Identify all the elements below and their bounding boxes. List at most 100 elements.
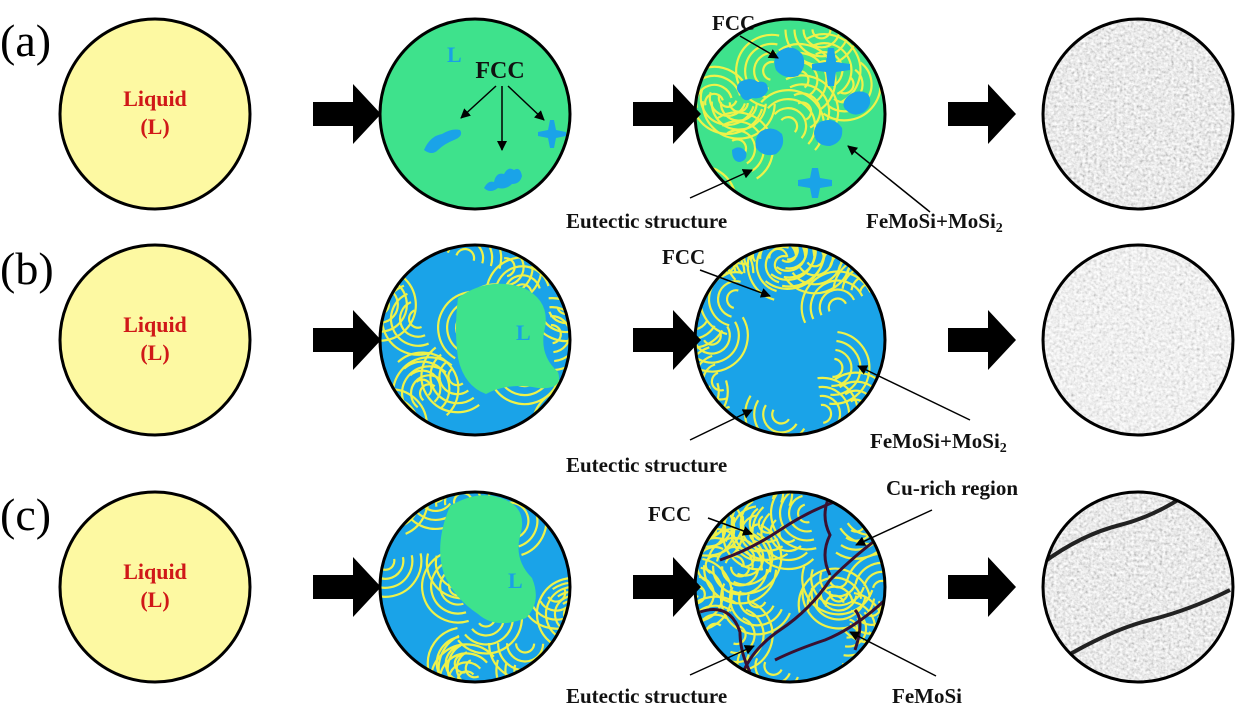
eutectic-lamella: [420, 346, 480, 414]
svg-text:Liquid: Liquid: [123, 312, 187, 337]
eutectic-lamella: [703, 330, 722, 346]
eutectic-lamella: [810, 587, 867, 621]
process-arrow-icon: [313, 310, 381, 370]
eutectic-lamella: [695, 316, 749, 373]
cu-rich-label: Cu-rich region: [886, 476, 1018, 500]
eutectic-lamella: [735, 33, 780, 108]
eutectic-lamella: [733, 245, 783, 275]
eutectic-lamella: [770, 492, 817, 551]
eutectic-lamella: [721, 566, 760, 587]
eutectic-lamella: [435, 635, 469, 682]
process-arrow-icon: [633, 84, 701, 144]
eutectic-lamella: [760, 512, 808, 562]
eutectic-lamella: [818, 288, 856, 316]
svg-text:Liquid: Liquid: [123, 559, 187, 584]
eutectic-lamella: [504, 501, 530, 539]
eutectic-lamella: [447, 368, 464, 387]
eutectic-lamella: [724, 554, 745, 568]
eutectic-lamella: [773, 254, 787, 275]
process-arrow-icon: [633, 310, 701, 370]
eutectic-lamella: [695, 302, 708, 332]
liquid-circle-a: Liquid (L): [58, 17, 252, 211]
eutectic-lamella: [797, 101, 813, 121]
eutectic-lamella: [720, 583, 791, 636]
eutectic-lamella: [717, 94, 738, 108]
eutectic-lamella: [552, 581, 570, 650]
eutectic-lamella: [380, 555, 414, 589]
eutectic-lamella: [535, 576, 570, 647]
eutectic-lamella: [754, 657, 791, 682]
eutectic-lamella: [820, 403, 833, 424]
eutectic-circle-a: FCC: [689, 11, 931, 213]
eutectic-lamella: [819, 589, 858, 612]
eutectic-lamella: [845, 552, 885, 599]
eutectic-lamella: [839, 492, 885, 546]
fcc-nucleation-circle: L FCC: [378, 17, 572, 211]
eutectic-lamella: [740, 548, 756, 568]
eutectic-lamella: [838, 76, 855, 95]
eutectic-lamella: [695, 297, 716, 340]
eutectic-lamella: [415, 378, 433, 397]
eutectic-lamella: [818, 385, 851, 435]
panel-label-b: (b): [0, 243, 54, 294]
svg-text:(L): (L): [140, 587, 169, 612]
fcc-label: FCC: [712, 11, 755, 35]
eutectic-lamella: [531, 388, 570, 435]
micrograph-a: [1041, 17, 1235, 211]
eutectic-lamella: [503, 257, 516, 278]
eutectic-lamella: [695, 74, 742, 111]
eutectic-lamella: [540, 294, 570, 334]
eutectic-lamella: [453, 653, 466, 674]
eutectic-lamella: [806, 576, 863, 611]
eutectic-lamella: [421, 551, 469, 624]
liquid-mark: L: [447, 42, 462, 67]
eutectic-lamella: [389, 292, 430, 347]
eutectic-lamella: [738, 590, 775, 618]
liquid-mark: L: [508, 568, 523, 593]
eutectic-lamella: [695, 325, 731, 355]
phase-label-a: FeMoSi+MoSi2: [866, 209, 1003, 236]
eutectic-lamella: [523, 575, 570, 630]
process-arrow-icon: [948, 84, 1016, 144]
eutectic-lamella: [708, 271, 744, 327]
panel-label-a: (a): [0, 15, 51, 66]
eutectic-lamella: [815, 585, 854, 609]
liquid-circle-c: Liquid (L): [58, 490, 252, 684]
phase-label-c: FeMoSi: [892, 684, 962, 708]
eutectic-lamella: [811, 29, 832, 40]
eutectic-lamella: [398, 301, 426, 338]
eutectic-lamella: [437, 634, 492, 682]
eutectic-lamella: [515, 643, 536, 654]
eutectic-lamella: [810, 42, 853, 95]
eutectic-lamella: [726, 129, 757, 165]
eutectic-label-c: Eutectic structure: [566, 684, 727, 708]
eutectic-lamella: [806, 33, 862, 103]
process-arrow-icon: [313, 557, 381, 617]
eutectic-lamella: [710, 371, 725, 392]
eutectic-lamella: [863, 570, 885, 595]
eutectic-lamella: [733, 625, 747, 646]
eutectic-lamella: [550, 324, 562, 345]
eutectic-lamella: [695, 292, 724, 349]
eutectic-lamella: [695, 536, 728, 590]
eutectic-lamella: [549, 306, 570, 363]
eutectic-label-a: Eutectic structure: [566, 209, 727, 233]
eutectic-lamella: [729, 586, 783, 627]
svg-text:Liquid: Liquid: [123, 86, 187, 111]
eutectic-lamella: [810, 569, 865, 607]
liquid-circle-b: Liquid (L): [58, 243, 252, 437]
eutectic-lamella: [739, 514, 762, 553]
phase-label-b: FeMoSi+MoSi2: [870, 429, 1007, 456]
eutectic-lamella: [769, 519, 802, 553]
eutectic-lamella: [800, 270, 872, 324]
eutectic-lamella: [380, 289, 399, 324]
eutectic-lamella: [730, 566, 751, 578]
eutectic-lamella: [762, 404, 798, 434]
micrograph-c: [1041, 490, 1235, 684]
micrograph-b: [1041, 243, 1235, 437]
eutectic-lamella: [438, 245, 494, 267]
eutectic-lamella: [704, 554, 720, 575]
eutectic-lamella: [708, 91, 746, 117]
process-arrow-icon: [633, 557, 701, 617]
eutectic-lamella: [780, 116, 799, 133]
